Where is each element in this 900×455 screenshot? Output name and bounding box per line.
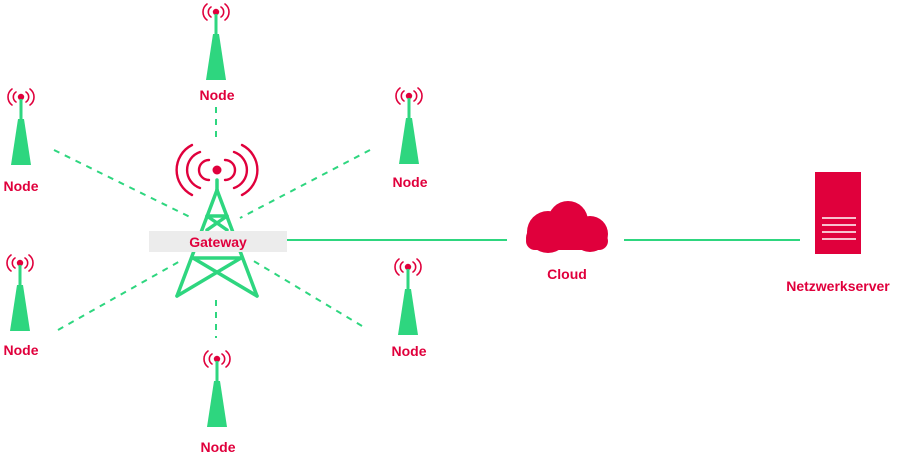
antenna-tower-icon [6, 254, 34, 332]
node-lower-right: Node [392, 258, 427, 359]
cloud: Cloud [526, 201, 608, 282]
node-gateway-links [53, 107, 371, 338]
node-label: Node [4, 342, 39, 358]
node-label: Node [201, 439, 236, 455]
antenna-tower-icon [7, 88, 35, 166]
node-label: Node [392, 343, 427, 359]
node-label: Node [4, 178, 39, 194]
link-node-upper-right [239, 149, 371, 219]
cloud-icon [526, 201, 608, 253]
gateway-label: Gateway [189, 234, 247, 250]
gateway-label-background [149, 231, 287, 252]
antenna-tower-icon [203, 350, 231, 428]
server-label: Netzwerkserver [786, 278, 890, 294]
server-icon [815, 172, 861, 254]
node-upper-right: Node [393, 87, 428, 190]
node-bottom: Node [201, 350, 236, 455]
antenna-tower-icon [394, 258, 422, 336]
server: Netzwerkserver [786, 172, 890, 294]
antenna-tower-icon [202, 3, 230, 81]
link-node-lower-left [57, 259, 183, 331]
node-label: Node [393, 174, 428, 190]
cloud-label: Cloud [547, 266, 587, 282]
gateway: Gateway [149, 143, 287, 298]
antenna-tower-icon [395, 87, 423, 165]
gateway-lattice-tower-icon [175, 143, 259, 298]
link-node-upper-left [53, 149, 193, 219]
node-lower-left: Node [4, 254, 39, 358]
node-upper-left: Node [4, 88, 39, 194]
node-label: Node [200, 87, 235, 103]
link-node-lower-right [251, 259, 363, 327]
node-top: Node [200, 3, 235, 103]
